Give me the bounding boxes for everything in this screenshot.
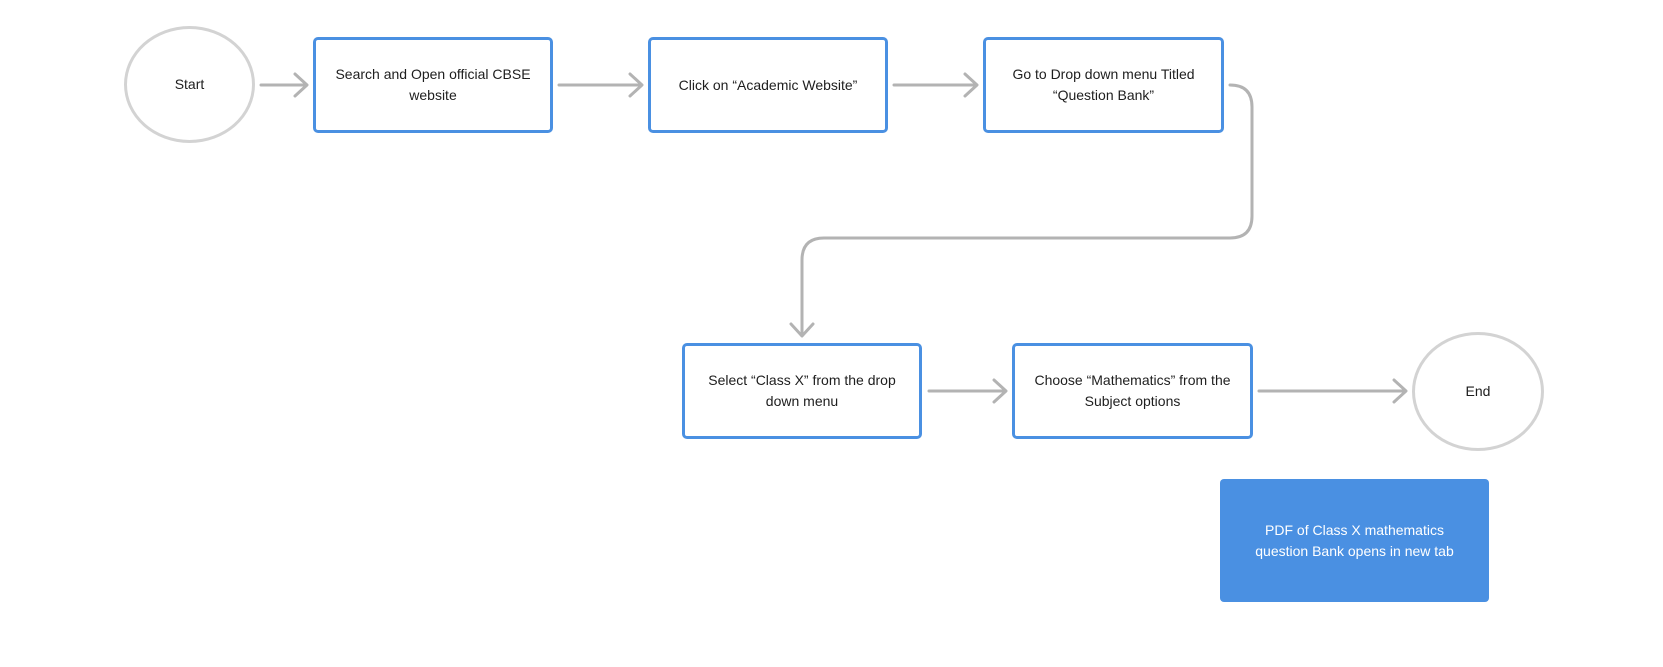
step-search-label: Search and Open official CBSE website: [335, 66, 531, 103]
start-label: Start: [174, 76, 205, 92]
step-choose-label: Choose “Mathematics” from the Subject op…: [1034, 372, 1231, 409]
arrow-click-to-goto: [892, 72, 979, 98]
arrow-search-to-click: [557, 72, 644, 98]
result-note: PDF of Class X mathematics question Bank…: [1220, 479, 1489, 602]
step-click-label: Click on “Academic Website”: [678, 76, 858, 93]
step-search-cbse-website: Search and Open official CBSE website: [313, 37, 553, 133]
step-select-label: Select “Class X” from the drop down menu: [708, 372, 896, 409]
end-node: End: [1412, 332, 1544, 451]
step-goto-label: Go to Drop down menu Titled “Question Ba…: [1012, 66, 1195, 103]
end-label: End: [1465, 383, 1491, 399]
arrow-select-to-choose: [927, 378, 1008, 404]
arrow-start-to-search: [259, 72, 309, 98]
step-question-bank-menu: Go to Drop down menu Titled “Question Ba…: [983, 37, 1224, 133]
step-select-class-x: Select “Class X” from the drop down menu: [682, 343, 922, 439]
step-click-academic-website: Click on “Academic Website”: [648, 37, 888, 133]
connector-goto-to-select: [789, 83, 1254, 338]
step-choose-mathematics: Choose “Mathematics” from the Subject op…: [1012, 343, 1253, 439]
result-note-label: PDF of Class X mathematics question Bank…: [1255, 521, 1454, 559]
start-node: Start: [124, 26, 255, 143]
arrow-choose-to-end: [1257, 378, 1408, 404]
